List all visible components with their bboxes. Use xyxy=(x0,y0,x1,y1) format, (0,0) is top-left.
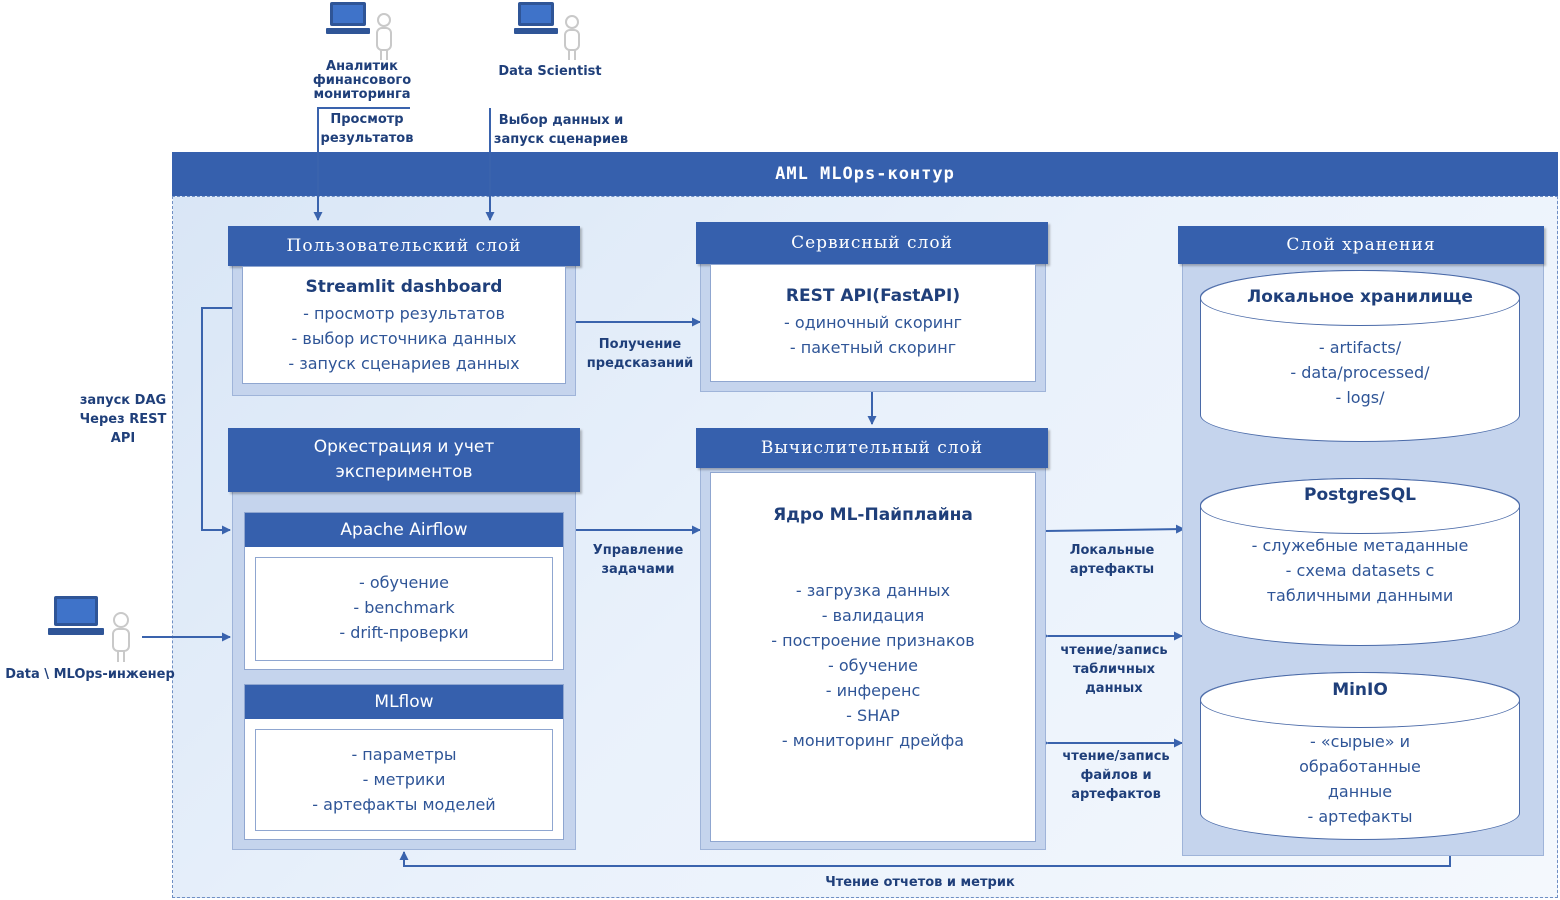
dag-rest-api-label: запуск DAG Через REST API xyxy=(79,393,167,446)
cylinder-top xyxy=(1199,477,1520,534)
list-item: - SHAP xyxy=(846,706,900,725)
list-item: - валидация xyxy=(821,606,925,625)
local-storage-items: - artifacts/ - data/processed/ - logs/ xyxy=(1201,335,1519,410)
analyst-icon xyxy=(326,0,392,60)
ml-pipeline-title: Ядро ML-Пайплайна xyxy=(773,505,973,525)
list-item: - drift-проверки xyxy=(339,623,469,642)
analyst-label: Аналитик финансового мониторинга xyxy=(312,59,412,102)
list-item: - просмотр результатов xyxy=(303,304,505,323)
minio-title: MinIO xyxy=(1332,680,1388,700)
rest-api-box: REST API(FastAPI) - одиночный скоринг - … xyxy=(710,264,1036,382)
airflow-title: Apache Airflow xyxy=(245,513,563,547)
list-item: табличными данными xyxy=(1266,586,1454,605)
list-item: - benchmark xyxy=(353,598,455,617)
list-item: - артефакты моделей xyxy=(312,795,496,814)
list-item: - схема datasets с xyxy=(1285,561,1435,580)
list-item: - параметры xyxy=(351,745,457,764)
list-item: - запуск сценариев данных xyxy=(288,354,520,373)
rw-files-label: чтение/запись файлов и артефактов xyxy=(1062,749,1170,802)
predictions-label: Получение предсказаний xyxy=(586,337,694,371)
list-item: - загрузка данных xyxy=(795,581,951,600)
engineer-label: Data \ MLOps-инженер xyxy=(5,667,175,682)
list-item: - пакетный скоринг xyxy=(789,338,957,357)
airflow-items-frame: - обучение - benchmark - drift-проверки xyxy=(255,557,553,661)
postgresql-cylinder: PostgreSQL - служебные метаданные - схем… xyxy=(1199,477,1520,646)
service-layer-header: Сервисный слой xyxy=(696,222,1048,264)
airflow-items: - обучение - benchmark - drift-проверки xyxy=(256,570,552,645)
contour-title: AML MLOps-контур xyxy=(775,164,955,184)
list-item: - data/processed/ xyxy=(1290,363,1430,382)
minio-cylinder: MinIO - «сырые» и обработанные данные - … xyxy=(1199,671,1520,840)
streamlit-items: - просмотр результатов - выбор источника… xyxy=(243,301,565,376)
list-item: обработанные xyxy=(1299,757,1421,776)
cylinder-top xyxy=(1199,269,1520,326)
mlflow-items-frame: - параметры - метрики - артефакты моделе… xyxy=(255,729,553,831)
local-artifacts-label: Локальные артефакты xyxy=(1069,543,1155,577)
local-storage-title: Локальное хранилище xyxy=(1247,287,1473,307)
list-item: - обучение xyxy=(359,573,449,592)
user-layer-header: Пользовательский слой xyxy=(228,226,580,266)
list-item: - построение признаков xyxy=(771,631,975,650)
mlflow-box: MLflow - параметры - метрики - артефакты… xyxy=(244,684,564,840)
reports-label: Чтение отчетов и метрик xyxy=(825,875,1015,890)
list-item: - метрики xyxy=(362,770,446,789)
list-item: - logs/ xyxy=(1335,388,1385,407)
rest-api-title: REST API(FastAPI) xyxy=(785,286,961,306)
list-item: - обучение xyxy=(828,656,918,675)
list-item: данные xyxy=(1327,782,1393,801)
list-item: - инференс xyxy=(825,681,921,700)
airflow-box: Apache Airflow - обучение - benchmark - … xyxy=(244,512,564,670)
contour-title-bar: AML MLOps-контур xyxy=(172,152,1558,196)
mlflow-title: MLflow xyxy=(245,685,563,719)
rw-tables-label: чтение/запись табличных данных xyxy=(1060,643,1168,696)
list-item: - служебные метаданные xyxy=(1251,536,1469,555)
list-item: - артефакты xyxy=(1307,807,1413,826)
cylinder-top xyxy=(1199,671,1520,728)
streamlit-title: Streamlit dashboard xyxy=(305,277,503,297)
list-item: - одиночный скоринг xyxy=(783,313,963,332)
streamlit-dashboard-box: Streamlit dashboard - просмотр результат… xyxy=(242,266,566,384)
data-scientist-label: Data Scientist xyxy=(498,64,602,79)
list-item: - artifacts/ xyxy=(1318,338,1402,357)
select-data-label: Выбор данных и запуск сценариев xyxy=(493,113,629,147)
orchestration-header: Оркестрация и учет экспериментов xyxy=(228,428,580,492)
task-control-label: Управление задачами xyxy=(592,543,684,577)
compute-layer-header: Вычислительный слой xyxy=(696,428,1048,468)
postgresql-items: - служебные метаданные - схема datasets … xyxy=(1201,533,1519,608)
rest-api-items: - одиночный скоринг - пакетный скоринг xyxy=(711,310,1035,360)
postgresql-title: PostgreSQL xyxy=(1304,485,1416,505)
mlflow-items: - параметры - метрики - артефакты моделе… xyxy=(256,742,552,817)
ml-pipeline-box: Ядро ML-Пайплайна - загрузка данных - ва… xyxy=(710,472,1036,842)
minio-items: - «сырые» и обработанные данные - артефа… xyxy=(1201,729,1519,829)
data-scientist-icon xyxy=(514,0,580,60)
view-results-label: Просмотр результатов xyxy=(320,112,414,146)
list-item: - «сырые» и xyxy=(1310,732,1410,751)
storage-layer-header: Слой хранения xyxy=(1178,226,1544,264)
engineer-icon xyxy=(48,594,138,664)
list-item: - мониторинг дрейфа xyxy=(781,731,965,750)
list-item: - выбор источника данных xyxy=(291,329,517,348)
ml-pipeline-items: - загрузка данных - валидация - построен… xyxy=(711,578,1035,753)
local-storage-cylinder: Локальное хранилище - artifacts/ - data/… xyxy=(1199,269,1520,442)
